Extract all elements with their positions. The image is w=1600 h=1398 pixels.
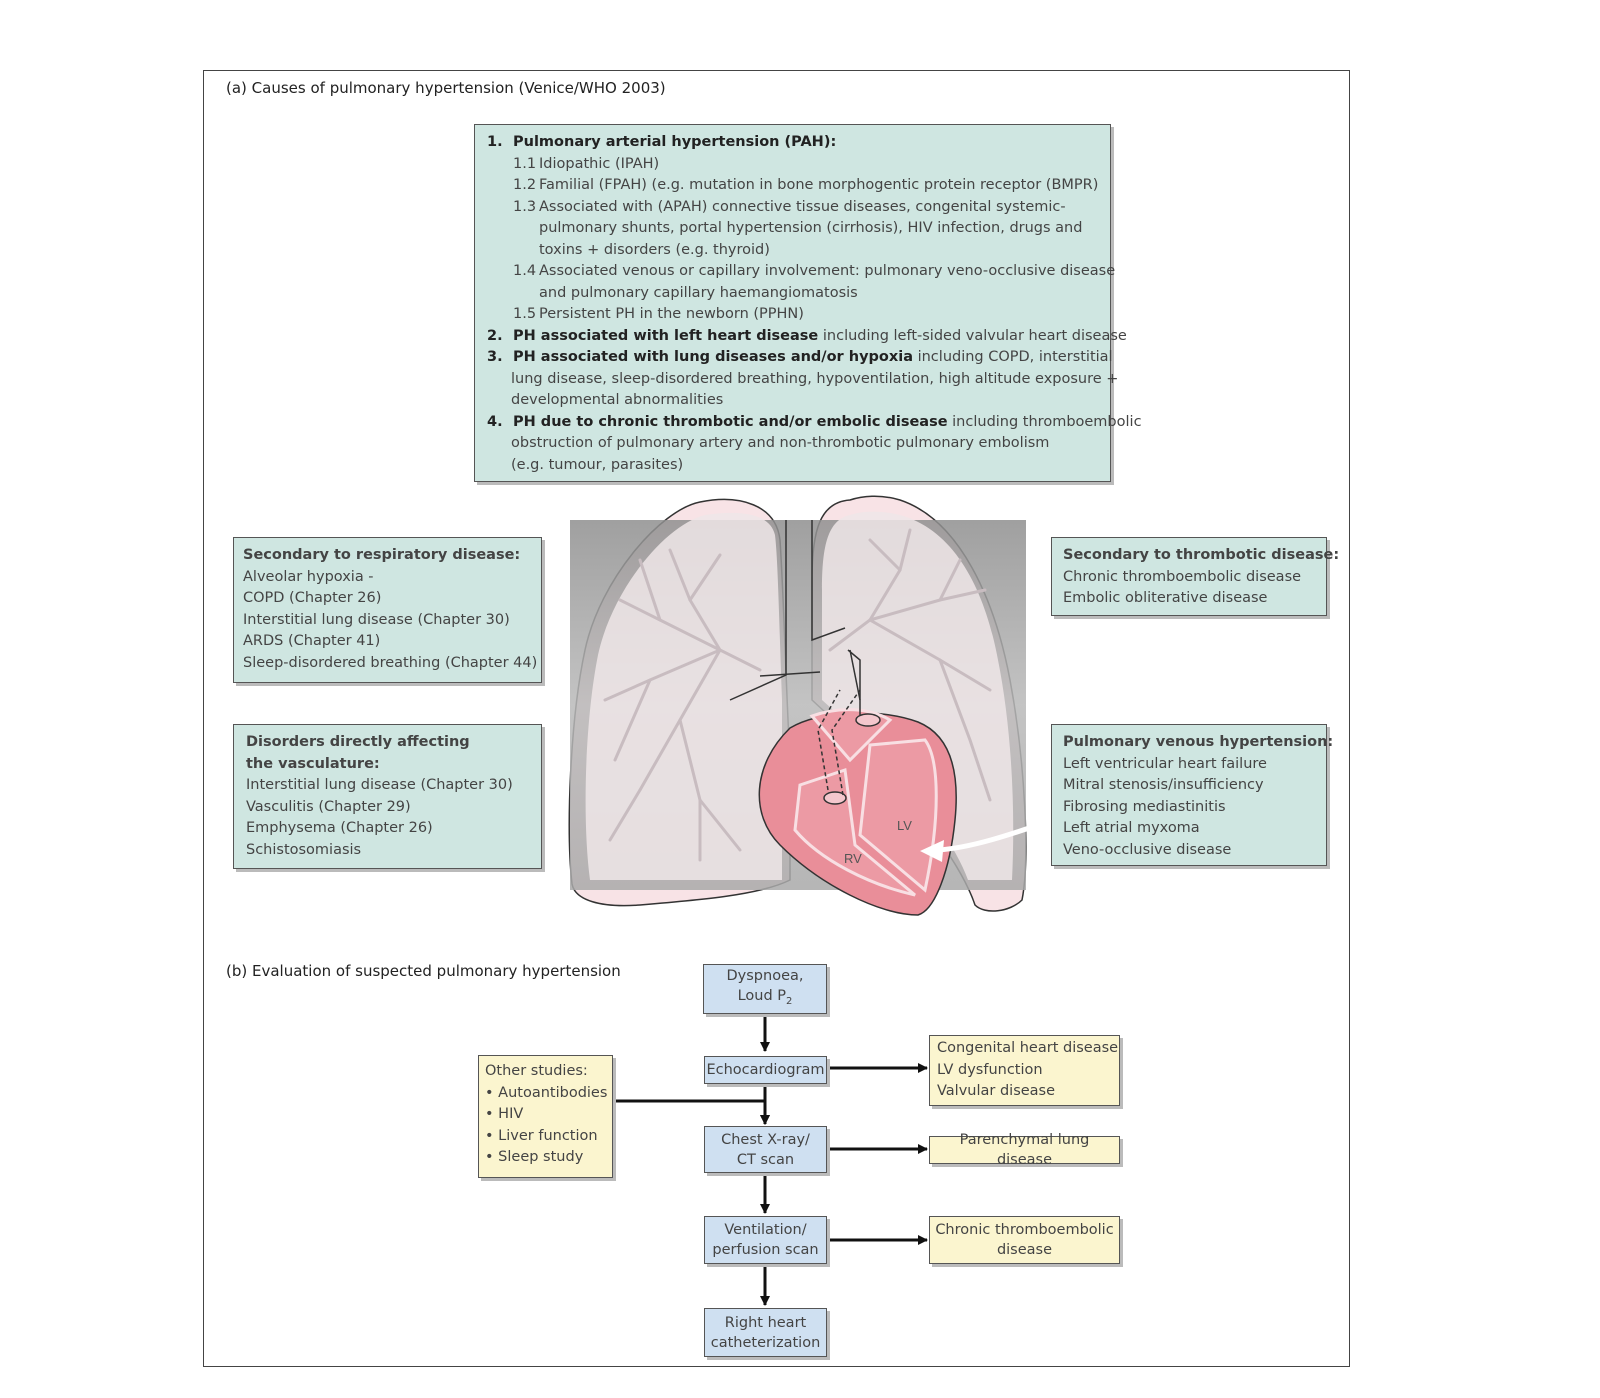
- class-4-heading: PH due to chronic thrombotic and/or embo…: [513, 413, 948, 430]
- dyspnoea-line2: Loud P: [737, 988, 787, 1005]
- other-study-item: Autoantibodies: [498, 1084, 608, 1101]
- class-1-2: Familial (FPAH) (e.g. mutation in bone m…: [539, 177, 1099, 193]
- panel-a-title: (a) Causes of pulmonary hypertension (Ve…: [226, 79, 666, 97]
- thrombotic-item: Chronic thromboembolic disease: [1063, 568, 1302, 585]
- class-1-3-cont1: pulmonary shunts, portal hypertension (c…: [539, 220, 1083, 236]
- other-studies-box: Other studies: • Autoantibodies • HIV • …: [478, 1055, 613, 1178]
- vasculature-item: Emphysema (Chapter 26): [246, 820, 433, 836]
- vq-box: Ventilation/ perfusion scan: [704, 1216, 827, 1264]
- vasculature-item: Interstitial lung disease (Chapter 30): [246, 777, 513, 793]
- cath-line2: catheterization: [710, 1334, 821, 1351]
- class-3-heading: PH associated with lung diseases and/or …: [513, 349, 913, 365]
- panel-b-title: (b) Evaluation of suspected pulmonary hy…: [226, 962, 621, 980]
- class-1-3: Associated with (APAH) connective tissue…: [539, 198, 1066, 215]
- class-4-text: including thromboembolic: [947, 413, 1142, 430]
- vasculature-box: Disorders directly affecting the vascula…: [233, 724, 542, 869]
- cteph-box: Chronic thromboembolic disease: [929, 1216, 1120, 1264]
- venous-item: Fibrosing mediastinitis: [1063, 798, 1226, 815]
- thrombotic-title: Secondary to thrombotic disease:: [1063, 547, 1340, 563]
- venous-item: Left ventricular heart failure: [1063, 755, 1267, 772]
- venous-item: Left atrial myxoma: [1063, 820, 1200, 836]
- xray-box: Chest X-ray/ CT scan: [704, 1126, 827, 1173]
- cath-line1: Right heart: [724, 1314, 807, 1331]
- class-1-1: Idiopathic (IPAH): [539, 155, 660, 172]
- class-1-4-cont1: and pulmonary capillary haemangiomatosis: [539, 284, 858, 301]
- cteph-line2: disease: [996, 1242, 1053, 1258]
- echo-label: Echocardiogram: [706, 1062, 825, 1078]
- thrombotic-item: Embolic obliterative disease: [1063, 590, 1268, 606]
- other-study-item: Sleep study: [498, 1149, 584, 1165]
- echo-finding: LV dysfunction: [937, 1061, 1043, 1078]
- respiratory-item: ARDS (Chapter 41): [243, 633, 381, 649]
- other-study-item: Liver function: [498, 1127, 598, 1144]
- class-1-4: Associated venous or capillary involveme…: [539, 263, 1116, 279]
- xray-line2: CT scan: [736, 1151, 795, 1168]
- class-4-cont1: obstruction of pulmonary artery and non-…: [511, 435, 1050, 451]
- heart: [758, 649, 957, 916]
- echo-findings-box: Congenital heart disease LV dysfunction …: [929, 1035, 1120, 1106]
- respiratory-item: COPD (Chapter 26): [243, 590, 382, 606]
- cath-box: Right heart catheterization: [704, 1308, 827, 1357]
- vasculature-item: Schistosomiasis: [246, 841, 362, 858]
- xray-line1: Chest X-ray/: [721, 1131, 810, 1148]
- venous-item: Mitral stenosis/insufficiency: [1063, 777, 1264, 793]
- respiratory-item: Interstitial lung disease (Chapter 30): [243, 611, 510, 628]
- class-4-cont2: (e.g. tumour, parasites): [511, 456, 684, 473]
- echo-box: Echocardiogram: [704, 1056, 827, 1084]
- lv-label: LV: [897, 818, 912, 833]
- thrombotic-box: Secondary to thrombotic disease: Chronic…: [1051, 537, 1340, 616]
- venous-arrow: [937, 817, 1053, 853]
- classification-box: 1.Pulmonary arterial hypertension (PAH):…: [474, 124, 1142, 482]
- venous-title: Pulmonary venous hypertension:: [1063, 734, 1334, 750]
- vasculature-title-2: the vasculature:: [246, 755, 380, 772]
- venous-arrowhead: [920, 840, 944, 862]
- class-1-5: Persistent PH in the newborn (PPHN): [539, 306, 804, 322]
- vq-line1: Ventilation/: [724, 1222, 807, 1238]
- right-lung-field: [585, 512, 782, 880]
- echo-finding: Congenital heart disease: [937, 1040, 1119, 1056]
- other-study-item: HIV: [498, 1106, 524, 1122]
- echo-finding: Valvular disease: [937, 1083, 1056, 1099]
- pah-heading: Pulmonary arterial hypertension (PAH):: [513, 134, 837, 150]
- left-lung-field: [822, 511, 1014, 880]
- vasculature-title: Disorders directly affecting: [246, 734, 470, 750]
- class-1-3-cont2: toxins + disorders (e.g. thyroid): [539, 241, 770, 258]
- vasculature-item: Vasculitis (Chapter 29): [246, 798, 411, 815]
- venous-item: Veno-occlusive disease: [1063, 841, 1232, 858]
- parenchymal-label: Parenchymal lung disease: [959, 1132, 1090, 1168]
- class-3-text: including COPD, interstitial: [912, 349, 1113, 365]
- respiratory-item: Alveolar hypoxia -: [243, 568, 374, 585]
- p2-subscript: 2: [786, 995, 793, 1007]
- dyspnoea-line1: Dyspnoea,: [726, 968, 804, 985]
- rv-label: RV: [844, 851, 862, 866]
- class-2-heading: PH associated with left heart disease: [513, 327, 819, 344]
- arrow-other-xray: [613, 1099, 770, 1125]
- respiratory-title: Secondary to respiratory disease:: [243, 547, 521, 563]
- respiratory-box: Secondary to respiratory disease: Alveol…: [233, 537, 542, 683]
- class-2-text: including left-sided valvular heart dise…: [818, 327, 1127, 344]
- dyspnoea-box: Dyspnoea, Loud P2: [703, 964, 827, 1014]
- other-studies-title: Other studies:: [485, 1063, 588, 1079]
- cteph-line1: Chronic thromboembolic: [935, 1222, 1114, 1238]
- class-3-cont2: developmental abnormalities: [511, 392, 724, 408]
- venous-box: Pulmonary venous hypertension: Left vent…: [1051, 724, 1334, 866]
- class-3-cont1: lung disease, sleep-disordered breathing…: [511, 370, 1119, 387]
- parenchymal-box: Parenchymal lung disease: [929, 1132, 1120, 1168]
- respiratory-item: Sleep-disordered breathing (Chapter 44): [243, 654, 538, 671]
- vq-line2: perfusion scan: [712, 1242, 819, 1258]
